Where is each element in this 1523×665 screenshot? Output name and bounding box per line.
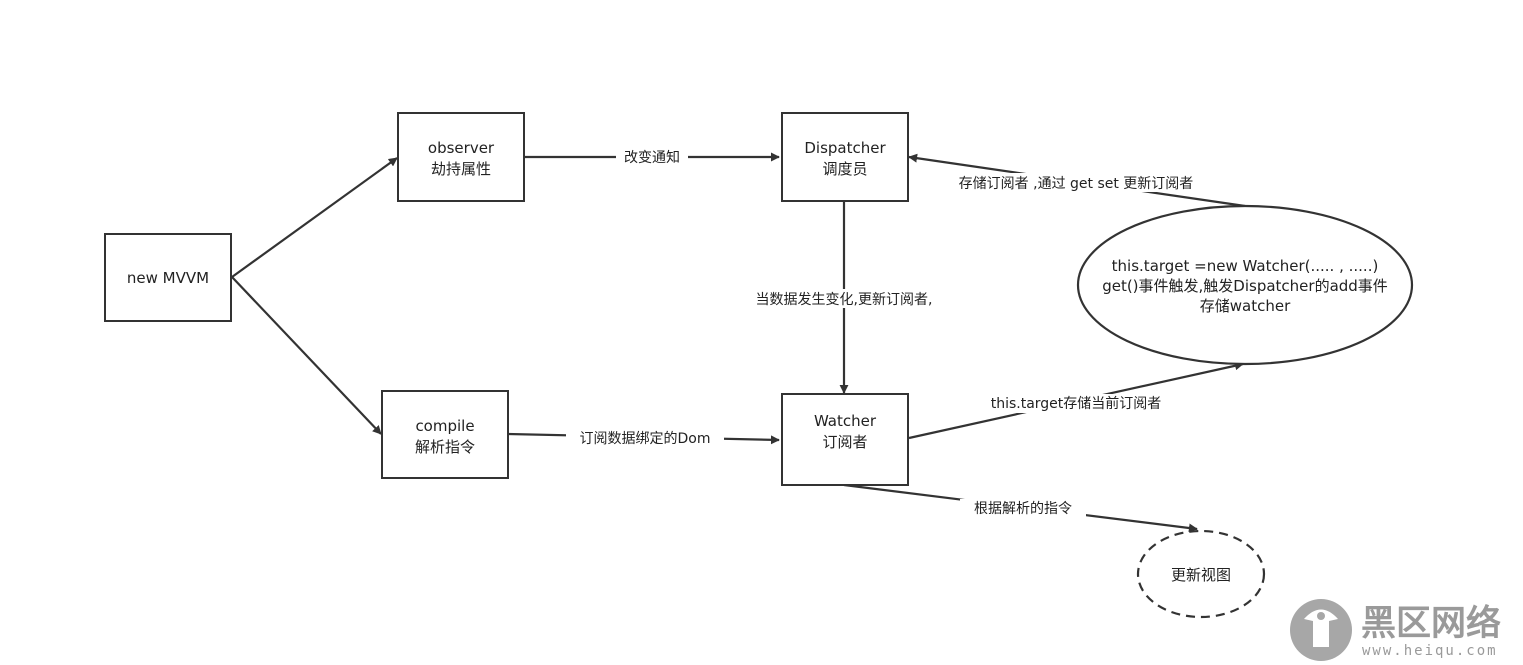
node-watcher: Watcher 订阅者 (781, 393, 909, 486)
node-dispatcher: Dispatcher 调度员 (781, 112, 909, 202)
node-update-view-label: 更新视图 (1171, 566, 1231, 584)
node-compile-subtitle: 解析指令 (415, 438, 475, 456)
node-observer-title: observer (428, 139, 495, 157)
edge-label-store-subscriber: 存储订阅者 ,通过 get set 更新订阅者 (959, 176, 1194, 192)
edge-label-store-current: this.target存储当前订阅者 (991, 395, 1162, 412)
edge-labels: 改变通知 存储订阅者 ,通过 get set 更新订阅者 当数据发生变化,更新订… (566, 148, 1214, 518)
node-watcher-title: Watcher (814, 412, 877, 430)
edge-label-data-change: 当数据发生变化,更新订阅者, (756, 292, 933, 308)
node-new-mvvm: new MVVM (104, 233, 232, 322)
node-observer: observer 劫持属性 (397, 112, 525, 202)
watermark-logo-icon (1290, 599, 1352, 661)
node-target-ellipse: this.target =new Watcher(..... , .....) … (1076, 204, 1414, 366)
ellipse-line-1: this.target =new Watcher(..... , .....) (1112, 257, 1379, 275)
node-dispatcher-title: Dispatcher (804, 139, 886, 157)
edge-label-subscribe-dom: 订阅数据绑定的Dom (580, 431, 711, 447)
watermark-logo-text: 黑区网络 (1361, 603, 1501, 644)
edge-label-by-directive: 根据解析的指令 (974, 501, 1072, 517)
node-dispatcher-subtitle: 调度员 (822, 160, 867, 178)
watermark: 黑区网络 www.heiqu.com (1290, 599, 1501, 661)
ellipse-line-3: 存储watcher (1200, 297, 1291, 315)
node-observer-subtitle: 劫持属性 (431, 160, 491, 178)
edge-mvvm-to-compile (231, 276, 382, 435)
ellipse-line-2: get()事件触发,触发Dispatcher的add事件 (1102, 277, 1388, 295)
node-watcher-subtitle: 订阅者 (822, 433, 867, 451)
node-update-view: 更新视图 (1136, 529, 1266, 619)
watermark-url: www.heiqu.com (1362, 643, 1498, 659)
edge-mvvm-to-observer (231, 157, 398, 278)
node-new-mvvm-label: new MVVM (127, 269, 209, 287)
node-compile: compile 解析指令 (381, 390, 509, 479)
edge-label-change-notify: 改变通知 (624, 149, 680, 166)
node-compile-title: compile (415, 417, 474, 435)
